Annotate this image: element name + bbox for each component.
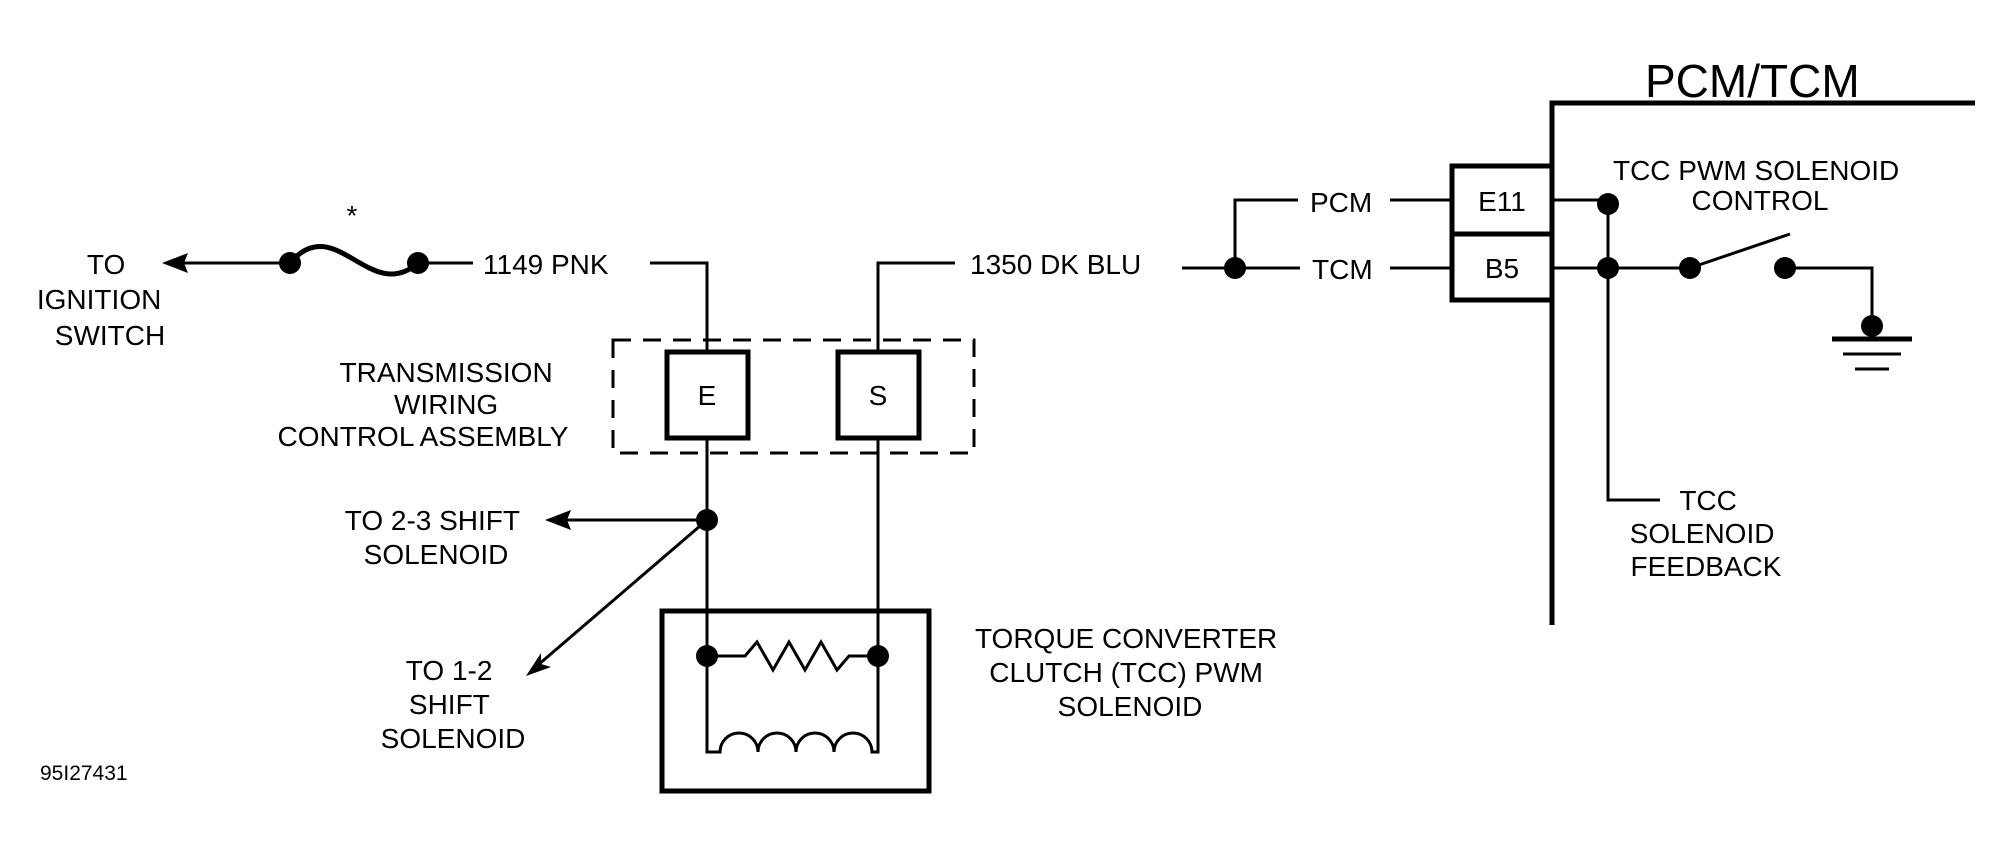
wire-1350-dk-blu — [876, 261, 955, 352]
pcm-branch-wire — [1233, 198, 1298, 268]
control-wire: 1350 DK BLU PCM TCM — [876, 187, 1452, 352]
pwm-control-label: TCC PWM SOLENOID CONTROL — [1613, 155, 1907, 216]
ignition-arrow — [162, 253, 188, 273]
resistor-icon — [707, 638, 878, 674]
switch-icon — [1689, 232, 1791, 270]
tcc-solenoid-label: TORQUE CONVERTER CLUTCH (TCC) PWM SOLENO… — [975, 623, 1285, 722]
module-internal-circuit: TCC PWM SOLENOID CONTROL TCC SOLENOID FE… — [1552, 155, 1912, 582]
assembly-dashed-box — [611, 338, 976, 455]
shift-solenoid-feeds: TO 2-3 SHIFT SOLENOID TO 1-2 SHIFT SOLEN… — [345, 438, 718, 754]
module-title: PCM/TCM — [1645, 55, 1860, 107]
terminal-e-box — [664, 349, 751, 441]
tcm-wire-label: TCM — [1312, 254, 1373, 285]
pin-e11-label: E11 — [1478, 186, 1526, 217]
arrow-1-2 — [526, 653, 551, 676]
ground-wire — [1785, 266, 1874, 325]
wire-1149-pnk — [650, 261, 709, 352]
ground-icon — [1832, 336, 1912, 371]
pcm-wire-label: PCM — [1310, 187, 1372, 218]
terminal-e-label: E — [698, 380, 717, 411]
terminal-s-label: S — [869, 380, 888, 411]
tcc-pwm-solenoid: TORQUE CONVERTER CLUTCH (TCC) PWM SOLENO… — [659, 438, 1285, 794]
assembly-label: TRANSMISSION WIRING CONTROL ASSEMBLY — [278, 357, 569, 452]
ground-terminal — [1861, 315, 1883, 337]
wire-1149-pnk-label: 1149 PNK — [483, 249, 609, 280]
arrow-2-3 — [545, 510, 571, 530]
ignition-feed: TO IGNITION SWITCH * 1149 PNK — [37, 200, 709, 352]
coil-icon — [705, 656, 880, 754]
feedback-label: TCC SOLENOID FEEDBACK — [1630, 485, 1782, 582]
fuse-icon — [288, 244, 420, 277]
shift-2-3-label: TO 2-3 SHIFT SOLENOID — [345, 505, 528, 570]
pcm-tcm-module: PCM/TCM — [1549, 55, 1975, 625]
transmission-wiring-control-assembly: TRANSMISSION WIRING CONTROL ASSEMBLY E S — [278, 338, 976, 455]
shift-1-2-label: TO 1-2 SHIFT SOLENOID — [381, 655, 526, 754]
module-connector: E11 B5 — [1449, 163, 1555, 303]
fuse-asterisk: * — [347, 200, 358, 231]
ignition-switch-label: TO IGNITION SWITCH — [37, 249, 169, 351]
feedback-wire — [1606, 204, 1660, 502]
figure-id: 95I27431 — [40, 762, 128, 785]
wire-1350-dk-blu-label: 1350 DK BLU — [970, 249, 1141, 280]
solenoid-box — [659, 608, 932, 794]
pin-b5-label: B5 — [1485, 253, 1519, 284]
